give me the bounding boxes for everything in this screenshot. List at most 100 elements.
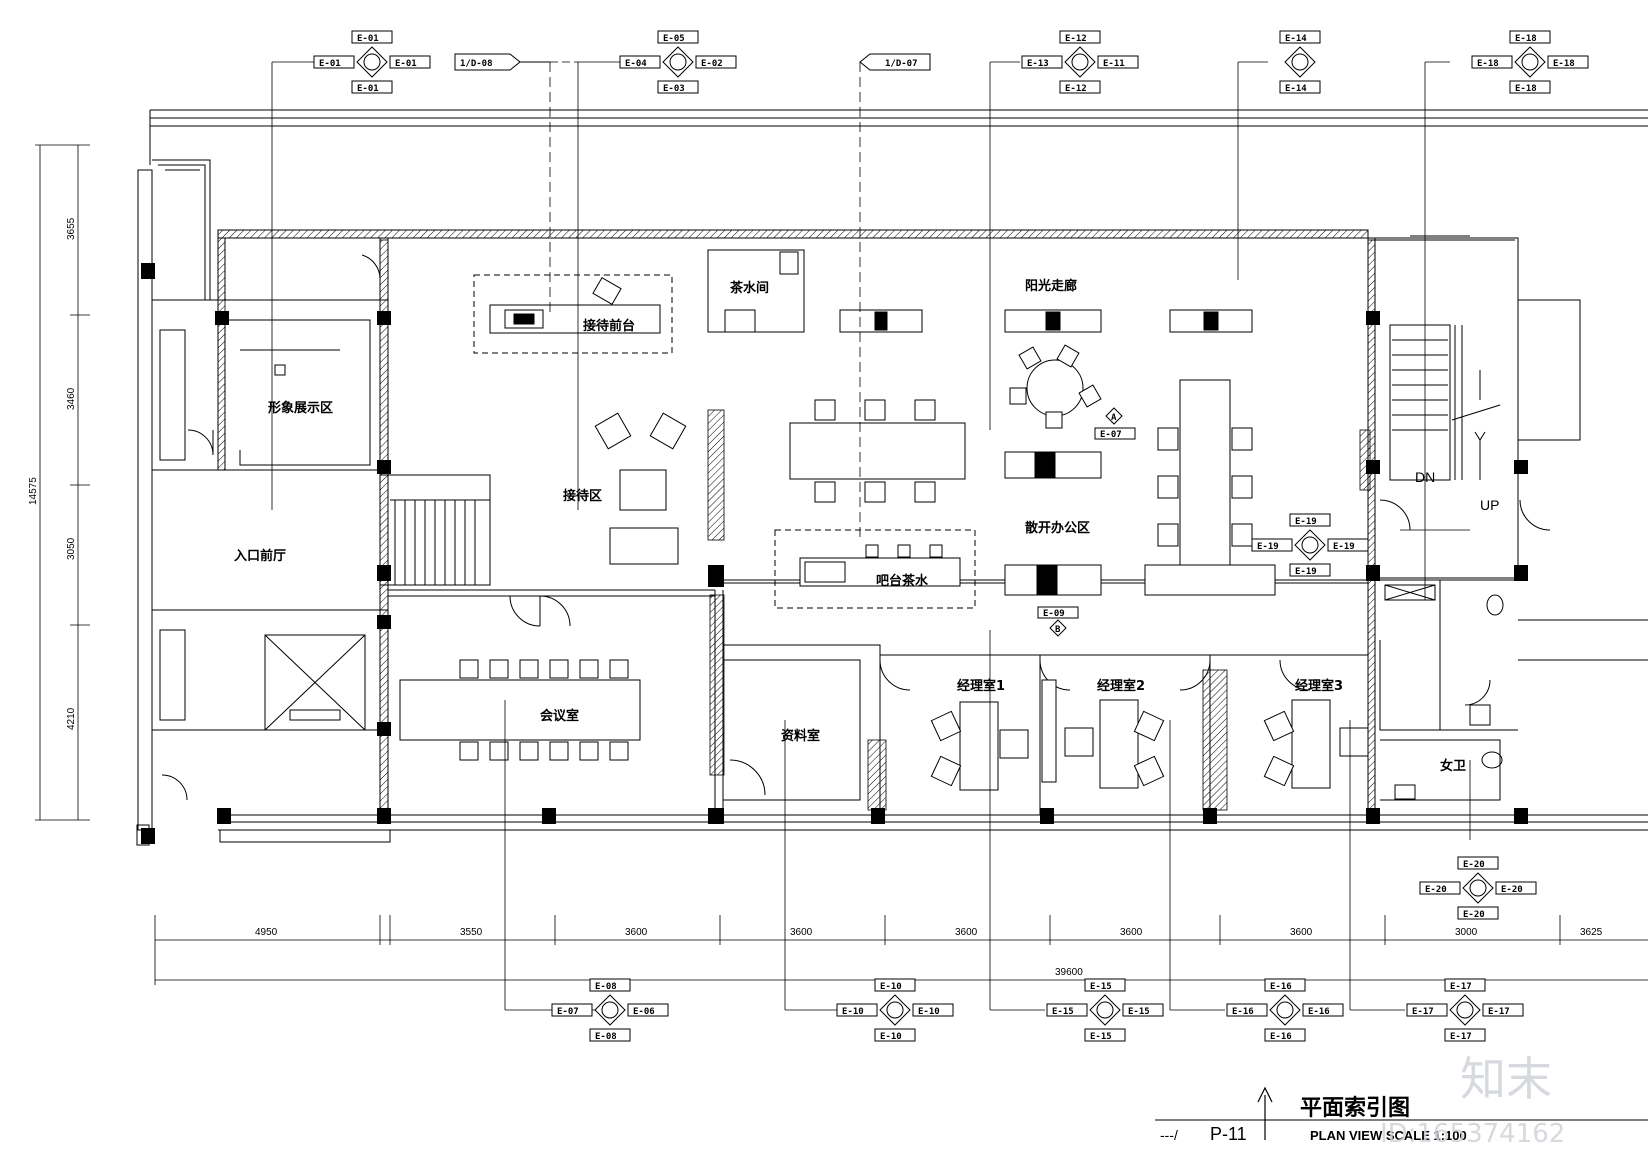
room-label: 经理室1 [957,678,1005,694]
room-label: 形象展示区 [268,400,333,416]
room-label: 阳光走廊 [1025,278,1077,294]
structural-columns [141,263,1528,844]
elevation-tag: E-10 [842,1007,864,1017]
elevation-tag: E-20 [1463,910,1485,920]
elevation-tag: E-12 [1065,34,1087,44]
elevation-tag: E-20 [1425,885,1447,895]
elevation-tag: E-19 [1333,542,1355,552]
section-ref: 1/D-08 [460,59,493,69]
dim-bottom: 3625 [1580,927,1603,938]
elevation-tag: E-02 [701,59,723,69]
elevation-tag: E-14 [1285,34,1307,44]
elevation-tag: E-19 [1295,567,1317,577]
dim-bottom: 3550 [460,927,483,938]
watermark: 知末 ID:165374162 [1380,1052,1565,1149]
furniture [399,249,1369,801]
elevation-tag: E-18 [1553,59,1575,69]
elevation-tag: E-16 [1270,982,1292,992]
elevation-tag: E-16 [1270,1032,1292,1042]
dim-bottom: 3600 [955,927,978,938]
room-label: 接待区 [563,488,602,504]
dim-left: 3460 [66,387,77,410]
single-marker: E-09 B [1037,606,1079,637]
section-ref: 1/D-07 [885,59,918,69]
elevation-tag: E-01 [357,84,379,94]
elevation-tag: E-18 [1515,34,1537,44]
room-label: 经理室3 [1295,678,1343,694]
dim-bottom: 4950 [255,927,278,938]
room-label: 女卫 [1440,758,1466,774]
dim-bottom: 3600 [625,927,648,938]
elevation-tag: E-19 [1257,542,1279,552]
elevation-tag: E-10 [918,1007,940,1017]
single-marker: A E-07 [1094,407,1136,440]
single-marker-letter: B [1055,625,1061,635]
drawing-subtitle: PLAN VIEW SCALE 1:100 [1310,1128,1467,1143]
room-label: 吧台茶水 [876,573,929,589]
elevation-tag: E-15 [1052,1007,1074,1017]
guide-lines [271,61,1471,1011]
elevation-tag: E-10 [880,982,902,992]
elevation-tag: E-01 [319,59,341,69]
single-marker-letter: A [1111,413,1117,423]
stair-dn-label: DN [1415,469,1435,485]
elevation-tag: E-08 [595,1032,617,1042]
elevation-tag: E-01 [357,34,379,44]
hatched-walls [217,229,1376,816]
elevation-tag: E-10 [880,1032,902,1042]
elevation-tag: E-15 [1128,1007,1150,1017]
sheet-number: P-11 [1210,1124,1247,1144]
elevation-tag: E-16 [1232,1007,1254,1017]
elevation-tag: E-04 [625,59,647,69]
elevation-tag: E-13 [1027,59,1049,69]
room-label: 经理室2 [1097,678,1145,694]
elevation-tag: E-20 [1501,885,1523,895]
single-marker-tag: E-09 [1043,609,1065,619]
section-arrow-icon [859,53,931,71]
elevation-tag: E-05 [663,34,685,44]
elevation-tag: E-08 [595,982,617,992]
room-labels: 接待前台 茶水间 阳光走廊 形象展示区 接待区 散开办公区 入口前厅 吧台茶水 … [234,278,1499,774]
elevation-tag: E-16 [1308,1007,1330,1017]
elevation-tag: E-12 [1065,84,1087,94]
elevation-tag: E-17 [1488,1007,1510,1017]
dim-left: 3655 [66,217,77,240]
elevation-tag: E-14 [1285,84,1307,94]
elevation-tag: E-17 [1412,1007,1434,1017]
elevation-tag: E-15 [1090,982,1112,992]
dim-left: 4210 [66,707,77,730]
elevation-tag: E-06 [633,1007,655,1017]
dim-left-total: 14575 [28,477,39,505]
single-marker-tag: E-07 [1100,430,1122,440]
dim-overall: 39600 [1055,967,1083,978]
elevation-marker: E-14E-14 [1279,30,1321,94]
dim-bottom: 3000 [1455,927,1478,938]
title-block: 平面索引图 ---/ P-11 PLAN VIEW SCALE 1:100 [1155,1086,1648,1144]
dim-bottom: 3600 [1290,927,1313,938]
elevation-tag: E-17 [1450,1032,1472,1042]
elevation-tag: E-18 [1515,84,1537,94]
room-label: 茶水间 [730,280,769,296]
section-refs: 1/D-08 1/D-07 [454,53,931,71]
dimension-lines [35,144,1648,985]
elevation-tag: E-19 [1295,517,1317,527]
room-label: 散开办公区 [1025,520,1090,536]
elevation-tag: E-01 [395,59,417,69]
elevation-tag: E-15 [1090,1032,1112,1042]
single-markers: A E-07 E-09 B [1037,407,1136,637]
elevation-tag: E-11 [1103,59,1125,69]
dim-bottom: 3600 [790,927,813,938]
elevation-tag: E-18 [1477,59,1499,69]
dim-left: 3050 [66,537,77,560]
